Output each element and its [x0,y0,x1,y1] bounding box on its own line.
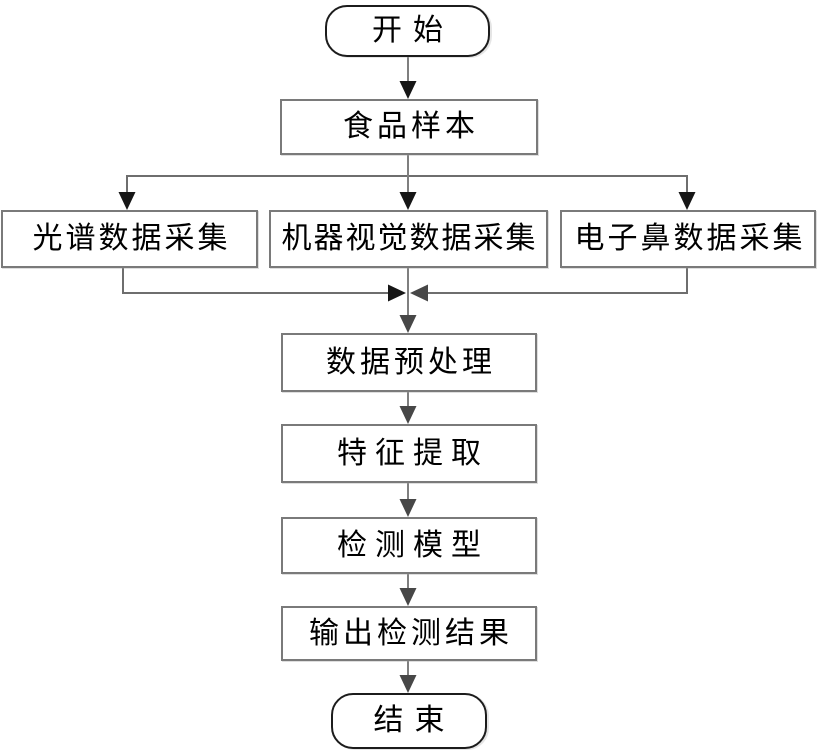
arrowhead-into-vision [399,192,417,210]
node-output-detection-result: 输出检测结果 [281,606,537,661]
arrowhead-into-spectral [118,192,136,210]
node-start: 开始 [325,5,490,57]
arrowhead-into-output [399,588,417,606]
edge-spectral-merge-line [122,268,389,294]
node-feature-extraction: 特征提取 [281,424,537,483]
arrowhead-into-end [399,675,417,693]
node-detection-model: 检测模型 [281,517,537,574]
node-data-preprocessing: 数据预处理 [281,333,537,392]
arrowhead-into-enose [678,192,696,210]
arrowhead-into-preprocess [399,315,417,333]
node-machine-vision-data-collection: 机器视觉数据采集 [269,210,548,268]
node-end: 结束 [331,693,487,749]
node-electronic-nose-data-collection: 电子鼻数据采集 [560,210,816,268]
arrowhead-merge-left [410,284,428,302]
arrowhead-merge-right [388,284,406,302]
edge-enose-merge-line [427,268,688,294]
arrowhead-into-feature [399,406,417,424]
node-food-sample: 食品样本 [280,99,538,155]
arrowhead-into-sample [399,81,417,99]
arrowhead-into-model [399,499,417,517]
node-spectral-data-collection: 光谱数据采集 [1,210,258,268]
